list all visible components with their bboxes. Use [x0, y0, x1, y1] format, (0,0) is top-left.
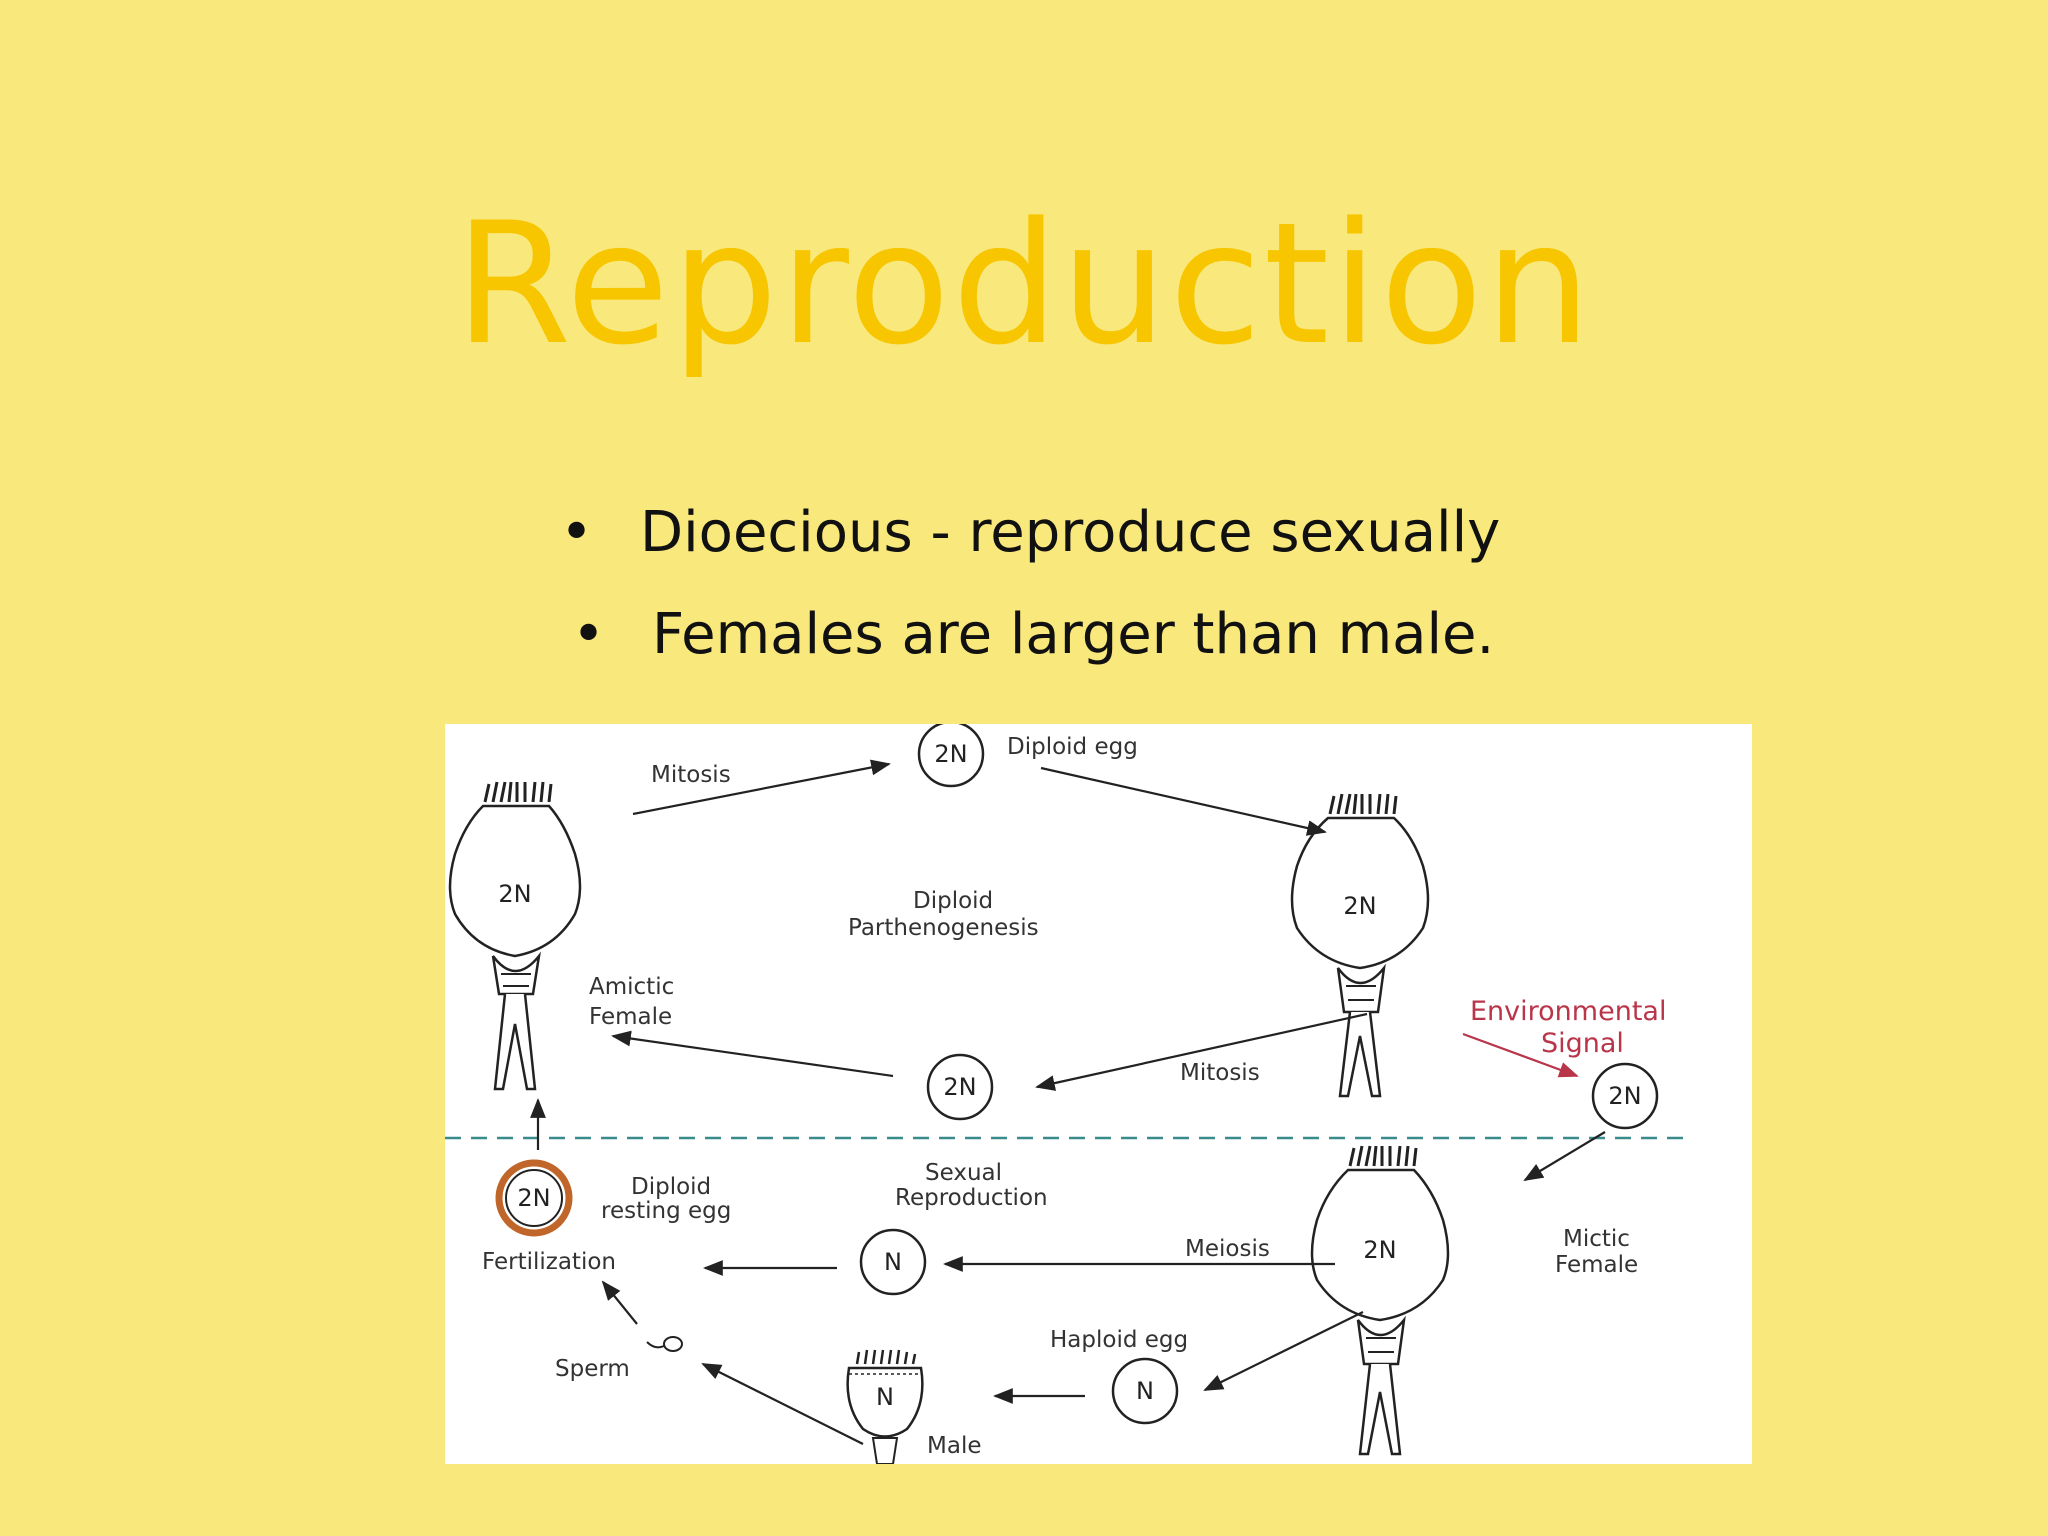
diploid-egg-top: 2N — [917, 724, 985, 788]
arrow-mitosis-to-egg — [632, 759, 891, 816]
label-mitosis-top: Mitosis — [651, 762, 731, 788]
label-environmental: Environmental — [1470, 996, 1666, 1027]
label-male: Male — [927, 1433, 981, 1459]
label-haploid-egg: Haploid egg — [1050, 1327, 1188, 1353]
label-amictic: Amictic — [589, 974, 674, 1000]
label-sperm: Sperm — [555, 1356, 630, 1382]
amictic-female-rotifer-icon: 2N — [448, 781, 582, 1091]
ploidy-label: 2N — [943, 1073, 976, 1101]
sperm-icon — [646, 1336, 683, 1352]
ploidy-label: 2N — [498, 880, 531, 908]
arrow-mictic-to-haploid — [1203, 1311, 1364, 1391]
bullet-item: • Dioecious - reproduce sexually — [560, 500, 1500, 565]
ploidy-label: 2N — [934, 740, 967, 768]
arrow-egg-to-amictic — [611, 1030, 894, 1078]
arrow-sperm-to-fertilization — [601, 1280, 638, 1325]
bullet-item: • Females are larger than male. — [572, 602, 1494, 667]
arrow-male-to-sperm — [701, 1363, 864, 1445]
ploidy-label: N — [1136, 1377, 1154, 1405]
label-mitosis-mid: Mitosis — [1180, 1060, 1260, 1086]
diagram-canvas: 2N 2N 2N N 2N 2N 2N — [445, 724, 1690, 1464]
label-diploid-resting: Diploid — [631, 1174, 711, 1200]
ploidy-label: 2N — [517, 1184, 550, 1212]
arrow-signal-to-mictic — [1523, 1131, 1606, 1182]
male-rotifer-icon: N — [846, 1349, 924, 1464]
amictic-female-right-rotifer-icon: 2N — [1290, 793, 1430, 1098]
label-signal: Signal — [1541, 1028, 1624, 1059]
haploid-egg-meiosis: N — [859, 1228, 927, 1296]
label-fertilization: Fertilization — [482, 1249, 616, 1275]
mictic-female-rotifer-icon: 2N — [1310, 1145, 1450, 1456]
ploidy-label: N — [884, 1248, 902, 1276]
label-sexual: Sexual — [925, 1160, 1002, 1186]
arrow-environmental-signal — [1462, 1032, 1579, 1078]
arrow-mitosis-mid — [1035, 1012, 1368, 1091]
resting-egg: 2N — [495, 1159, 573, 1237]
label-diploid-egg: Diploid egg — [1007, 734, 1138, 760]
arrow-egg-to-female — [1040, 766, 1327, 836]
label-meiosis: Meiosis — [1185, 1236, 1270, 1262]
ploidy-label: 2N — [1608, 1082, 1641, 1110]
bullet-text: Dioecious - reproduce sexually — [640, 500, 1501, 565]
bullet-dot-icon: • — [572, 602, 606, 667]
rotifer-life-cycle-diagram: 2N 2N 2N N 2N 2N 2N — [445, 724, 1752, 1464]
haploid-egg-bottom: N — [1111, 1357, 1179, 1425]
ploidy-label: N — [876, 1383, 894, 1411]
label-female-amictic: Female — [589, 1004, 672, 1030]
label-parthenogenesis: Parthenogenesis — [848, 915, 1039, 941]
label-female-mictic: Female — [1555, 1252, 1638, 1278]
label-reproduction: Reproduction — [895, 1185, 1048, 1211]
slide-title: Reproduction — [454, 186, 1594, 382]
label-diploid: Diploid — [913, 888, 993, 914]
label-resting-egg: resting egg — [601, 1198, 731, 1224]
diploid-egg-mid: 2N — [926, 1053, 994, 1121]
ploidy-label: 2N — [1363, 1236, 1396, 1264]
bullet-dot-icon: • — [560, 500, 594, 565]
label-mictic: Mictic — [1563, 1226, 1630, 1252]
ploidy-label: 2N — [1343, 892, 1376, 920]
bullet-text: Females are larger than male. — [652, 602, 1495, 667]
diploid-egg-signal: 2N — [1591, 1062, 1659, 1130]
